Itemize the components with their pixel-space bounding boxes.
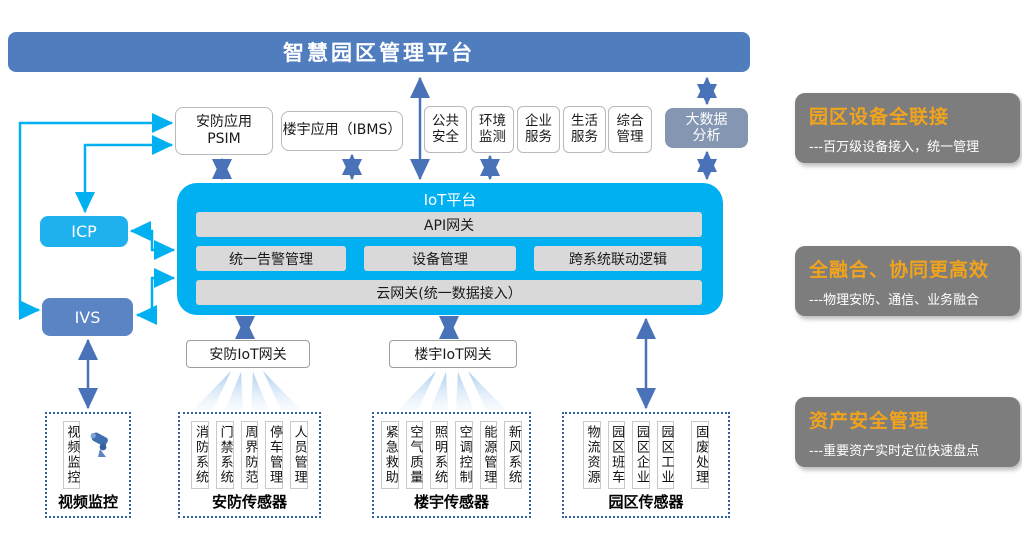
app-line: 环境: [479, 113, 506, 130]
sensor-column: 空气质量: [405, 421, 424, 489]
app-general-management: 综合 管理: [608, 106, 652, 153]
sensor-column: 周界防范: [240, 421, 259, 489]
app-line: 公共: [432, 113, 459, 130]
connector-psim-icp: [75, 135, 174, 214]
module-cross-system-linkage: 跨系统联动逻辑: [534, 246, 702, 271]
beam-fan-building: [398, 371, 506, 410]
video-surveillance-group: 视频监控 视频监控: [45, 412, 131, 518]
group-label: 视频监控: [57, 493, 118, 511]
sensor-column: 消防系统: [191, 421, 210, 489]
icp-box: ICP: [40, 216, 128, 247]
sensor-column: 空调控制: [455, 421, 473, 489]
iot-platform: IoT平台 API网关 统一告警管理 设备管理 跨系统联动逻辑 云网关(统一数据…: [177, 183, 723, 315]
panel-title: 资产安全管理: [809, 410, 930, 432]
app-line: 服务: [525, 128, 552, 145]
panel-title: 园区设备全联接: [809, 106, 950, 128]
sensor-column: 园区班车: [607, 421, 626, 489]
bigdata-line2: 分析: [692, 128, 721, 144]
sensor-column: 固废处理: [691, 421, 710, 489]
sensor-column: 人员管理: [289, 421, 308, 489]
psim-box: 安防应用 PSIM: [175, 107, 273, 155]
security-sensors-group: 消防系统 门禁系统 周界防范 停车管理 人员管理 安防传感器: [178, 412, 321, 518]
sensor-column: 门禁系统: [216, 421, 234, 489]
iot-platform-title: IoT平台: [423, 191, 477, 209]
panel-asset-security: 资产安全管理 ---重要资产实时定位快速盘点: [795, 397, 1020, 467]
sensor-column: 紧急救助: [381, 421, 399, 489]
app-line: 企业: [525, 113, 552, 130]
app-line: 服务: [571, 128, 598, 145]
sensor-column: 照明系统: [430, 421, 448, 489]
api-gateway-bar: API网关: [196, 212, 702, 237]
panel-desc: ---物理安防、通信、业务融合: [809, 293, 980, 308]
psim-line1: 安防应用: [196, 113, 252, 130]
group-label: 楼宇传感器: [413, 493, 489, 511]
app-enterprise-service: 企业 服务: [517, 106, 560, 153]
page-title: 智慧园区管理平台: [8, 32, 750, 72]
app-line: 生活: [571, 113, 598, 130]
park-columns: 物流资源 园区班车 园区企业 园区工业 固废处理: [564, 414, 728, 489]
sensor-column: 停车管理: [265, 421, 283, 489]
sensor-column: 能源管理: [479, 421, 498, 489]
group-label: 安防传感器: [211, 493, 287, 511]
sensor-column: 物流资源: [582, 421, 601, 489]
connector-icp-platform: [129, 221, 176, 260]
psim-line2: PSIM: [207, 131, 241, 147]
beam-fan-security: [193, 371, 301, 410]
park-sensors-group: 物流资源 园区班车 园区企业 园区工业 固废处理 园区传感器: [562, 412, 730, 518]
icp-label: ICP: [71, 222, 97, 241]
app-line: 监测: [479, 128, 506, 145]
cloud-gateway-bar: 云网关(统一数据接入）: [196, 280, 702, 305]
connector-platform-ivs: [135, 268, 176, 325]
security-iot-gateway: 安防IoT网关: [186, 340, 310, 368]
building-sensors-group: 紧急救助 空气质量 照明系统 空调控制 能源管理 新风系统 楼宇传感器: [372, 412, 531, 518]
sensor-column: 园区企业: [632, 421, 650, 489]
ibms-label: 楼宇应用（IBMS）: [282, 122, 402, 139]
app-life-service: 生活 服务: [563, 106, 606, 153]
sensor-column: 园区工业: [656, 421, 675, 489]
panel-convergence: 全融合、协同更高效 ---物理安防、通信、业务融合: [795, 246, 1020, 316]
panel-title: 全融合、协同更高效: [809, 259, 990, 281]
ibms-box: 楼宇应用（IBMS）: [281, 111, 403, 151]
platform-modules-row: 统一告警管理 设备管理 跨系统联动逻辑: [196, 246, 702, 271]
app-environment-monitor: 环境 监测: [471, 106, 514, 153]
ivs-label: IVS: [74, 307, 101, 327]
panel-desc: ---百万级设备接入，统一管理: [809, 140, 980, 155]
video-column: 视频监控: [62, 421, 81, 489]
panel-desc: ---重要资产实时定位快速盘点: [809, 444, 980, 459]
module-device-management: 设备管理: [364, 246, 516, 271]
camera-icon: [90, 432, 109, 457]
security-columns: 消防系统 门禁系统 周界防范 停车管理 人员管理: [180, 414, 319, 489]
panel-device-connection: 园区设备全联接 ---百万级设备接入，统一管理: [795, 93, 1020, 163]
app-line: 管理: [616, 128, 644, 145]
sensor-column: 新风系统: [504, 421, 522, 489]
building-columns: 紧急救助 空气质量 照明系统 空调控制 能源管理 新风系统: [374, 414, 529, 489]
module-alarm-management: 统一告警管理: [196, 246, 346, 271]
group-label: 园区传感器: [608, 493, 684, 511]
ivs-box: IVS: [42, 298, 133, 336]
bigdata-analysis-box: 大数据 分析: [665, 108, 748, 148]
bigdata-line1: 大数据: [685, 111, 728, 128]
app-line: 安全: [432, 128, 459, 145]
building-iot-gateway: 楼宇IoT网关: [389, 340, 517, 368]
app-public-safety: 公共 安全: [424, 106, 467, 153]
video-columns: 视频监控: [47, 414, 129, 489]
app-line: 综合: [616, 113, 644, 130]
